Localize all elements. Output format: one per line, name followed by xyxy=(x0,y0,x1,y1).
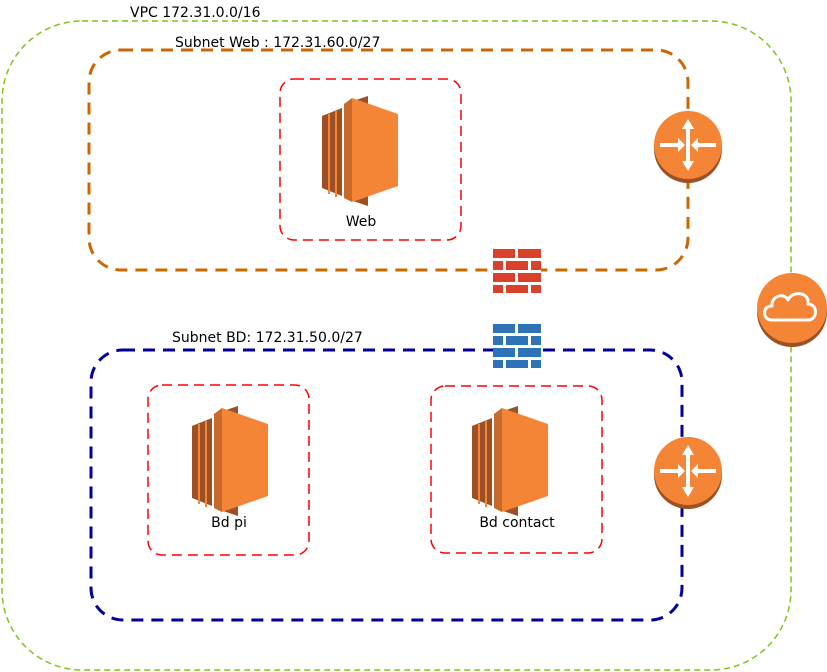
vpc-boundary xyxy=(1,20,792,671)
ec2-instance-icon xyxy=(191,405,269,517)
bd-contact-instance-box xyxy=(430,385,603,554)
subnet-web-label: Subnet Web : 172.31.60.0/27 xyxy=(175,35,380,51)
subnet-bd-label: Subnet BD: 172.31.50.0/27 xyxy=(172,330,363,346)
router-icon xyxy=(654,437,722,509)
bd-pi-instance-label: Bd pi xyxy=(211,515,247,531)
ec2-instance-icon xyxy=(321,95,399,207)
subnet-bd-boundary xyxy=(89,348,684,622)
internet-gateway-cloud-icon xyxy=(757,273,827,347)
bd-pi-instance-box xyxy=(147,384,310,556)
firewall-icon xyxy=(493,324,541,368)
vpc-label: VPC 172.31.0.0/16 xyxy=(130,5,261,21)
web-instance-label: Web xyxy=(346,214,377,230)
ec2-instance-icon xyxy=(471,405,549,517)
bd-contact-instance-label: Bd contact xyxy=(479,515,555,531)
firewall-icon xyxy=(493,249,541,293)
router-icon xyxy=(654,111,722,183)
web-instance-box xyxy=(279,78,462,241)
